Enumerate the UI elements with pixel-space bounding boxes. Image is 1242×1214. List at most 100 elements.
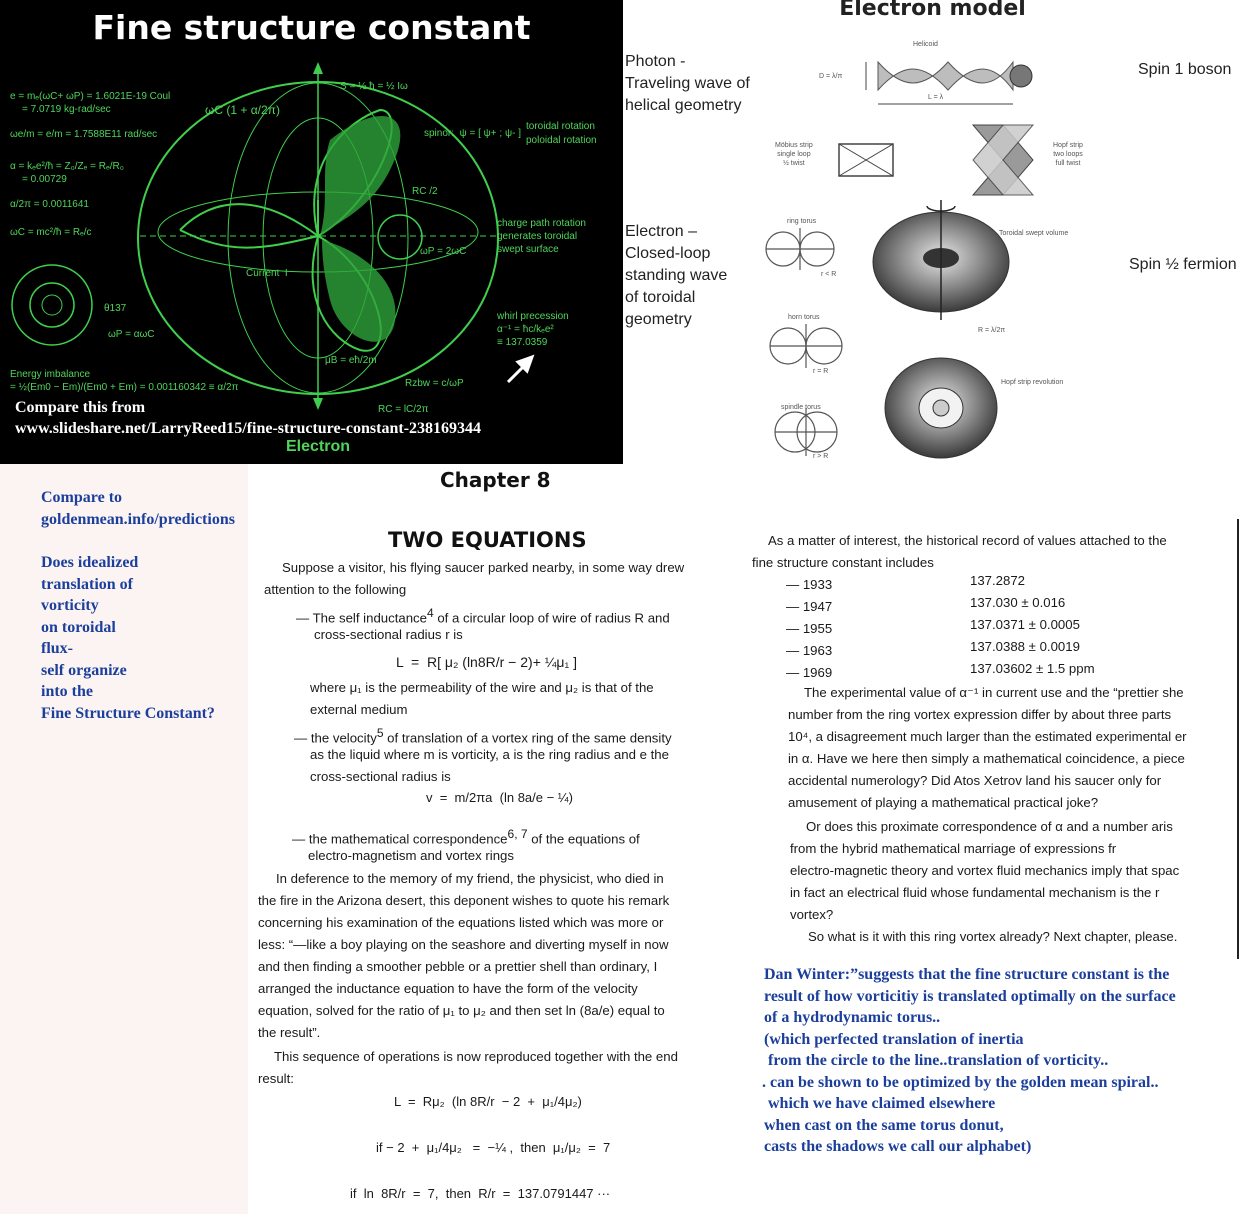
figure-caption: Electron	[286, 438, 351, 455]
omega-c-equation: ωC = mc²/ħ = Rₑ/c	[10, 227, 92, 238]
paragraph-line: in α. Have we here then simply a mathema…	[788, 751, 1185, 766]
year-item: — 1969	[786, 665, 833, 680]
compare-to-label: Compare to	[41, 489, 123, 506]
value-item: 137.0388 ± 0.0019	[970, 639, 1080, 654]
paragraph-line: the result”.	[258, 1025, 321, 1040]
quote-line: from the circle to the line..translation…	[764, 1052, 1109, 1069]
paragraph-line: vortex?	[790, 907, 834, 922]
omega-p-label: ωP = αωC	[108, 329, 155, 340]
paragraph-line: As a matter of interest, the historical …	[768, 533, 1167, 548]
year-item: — 1947	[786, 599, 833, 614]
result-equation-1: L = Rμ₂ (ln 8R/r − 2 + μ₁/4μ₂)	[394, 1094, 582, 1109]
electron-torus-diagram	[11, 62, 535, 410]
electron-label: Electron – Closed-loop standing wave of …	[625, 223, 728, 328]
value-item: 137.2872	[970, 573, 1026, 588]
result-equation-3: if ln 8R/r = 7, then R/r = 137.0791447 ·…	[350, 1186, 611, 1201]
question-line: Does idealized	[41, 554, 139, 571]
alpha-over-2pi: α/2π = 0.0011641	[10, 199, 89, 210]
paragraph-line: cross-sectional radius is	[310, 769, 451, 784]
item-inductance: — The self inductance4 of a circular loo…	[296, 606, 670, 626]
paragraph-line: less: “—like a boy playing on the seasho…	[258, 937, 669, 952]
hopf-label: Hopf strip two loops full twist	[1053, 142, 1083, 167]
r-less-R-label: r < R	[821, 271, 837, 278]
photon-label: Photon - Traveling wave of helical geome…	[625, 53, 750, 114]
spinor-label: spinor: ψ = [ ψ+ ; ψ- ]	[424, 128, 521, 139]
charge-path-label: charge path rotation generates toroidal …	[497, 218, 586, 255]
item-velocity: — the velocity5 of translation of a vort…	[294, 726, 672, 746]
helicoid-shape	[877, 60, 1014, 92]
quote-line: Dan Winter:”suggests that the fine struc…	[764, 966, 1170, 983]
charge-equation: e = mₑ(ωC+ ωP) = 1.6021E-19 Coul	[10, 91, 171, 102]
velocity-equation: v = m/2πa (ln 8a/e − ¼)	[426, 790, 573, 805]
paragraph-line: electro-magnetism and vortex rings	[308, 848, 514, 863]
question-line: vorticity	[41, 597, 99, 614]
paragraph-line: from the hybrid mathematical marriage of…	[790, 841, 1117, 856]
spin-1-label: Spin 1 boson	[1138, 61, 1232, 78]
mobius-strip	[838, 143, 894, 177]
hopf-revolution-label: Hopf strip revolution	[1001, 379, 1064, 386]
question-line: translation of	[41, 576, 133, 593]
paragraph-line: and then finding a smoother pebble or a …	[258, 959, 658, 974]
paragraph-line: accidental numerology? Did Atos Xetrov l…	[788, 773, 1162, 788]
ring-torus-label: ring torus	[787, 218, 817, 225]
result-equation-2: if − 2 + μ₁/4μ₂ = −¼ , then μ₁/μ₂ = 7	[376, 1140, 611, 1155]
whirl-precession-label: whirl precession α⁻¹ = ħc/kₑe² ≡ 137.035…	[497, 311, 569, 348]
energy-imbalance-equation: = ½(Em0 − Em)/(Em0 + Em) = 0.001160342 ≡…	[10, 382, 239, 393]
omega-p-2wc-label: ωP = 2ωC	[420, 246, 467, 257]
paragraph-line: where μ₁ is the permeability of the wire…	[310, 680, 654, 695]
paragraph-line: The experimental value of α⁻¹ in current…	[804, 685, 1184, 700]
question-line: flux-	[41, 640, 73, 657]
paragraph-line: result:	[258, 1071, 294, 1086]
length-label: L = λ	[928, 94, 944, 101]
paragraph-line: external medium	[310, 702, 408, 717]
poloidal-rotation-label: poloidal rotation	[526, 135, 597, 146]
page-edge-line	[1237, 519, 1239, 959]
paragraph-line: equation, solved for the ratio of μ₁ to …	[258, 1003, 665, 1018]
question-line: on toroidal	[41, 619, 116, 636]
quote-line: when cast on the same torus donut,	[764, 1117, 1004, 1134]
paragraph-line: fine structure constant includes	[752, 555, 934, 570]
model-heading: Electron model	[839, 0, 1026, 21]
paragraph-line: In deference to the memory of my friend,…	[276, 871, 664, 886]
value-item: 137.030 ± 0.016	[970, 595, 1066, 610]
item-correspondence: — the mathematical correspondence6, 7 of…	[292, 827, 640, 847]
goldenmean-link[interactable]: goldenmean.info/predictions	[41, 511, 235, 528]
alpha-value: = 0.00729	[22, 174, 67, 185]
paragraph-line: in fact an electrical fluid whose fundam…	[790, 885, 1160, 900]
paragraph-line: as the liquid where m is vorticity, a is…	[310, 747, 669, 762]
current-label: Current I	[246, 268, 288, 279]
R-lambda-label: R = λ/2π	[978, 327, 1006, 334]
electron-model-drawings	[765, 60, 1035, 459]
paragraph-line: cross-sectional radius r is	[314, 627, 463, 642]
charge-value: = 7.0719 kg-rad/sec	[22, 104, 111, 115]
slideshare-link[interactable]: www.slideshare.net/LarryReed15/fine-stru…	[15, 420, 482, 437]
paragraph-line: amusement of playing a mathematical prac…	[788, 795, 1099, 810]
omega-top-label: ωC (1 + α/2π)	[205, 103, 280, 117]
quote-line: (which perfected translation of inertia	[764, 1031, 1024, 1048]
paragraph-line: electro-magnetic theory and vortex fluid…	[790, 863, 1180, 878]
book-page: Chapter 8 TWO EQUATIONS Suppose a visito…	[248, 464, 1242, 1214]
quote-line: which we have claimed elsewhere	[764, 1095, 996, 1112]
spin-label: S = ½ ħ = ½ Iω	[340, 81, 408, 92]
horn-torus-label: horn torus	[788, 314, 820, 321]
mu-b-label: μB = eħ/2m	[325, 355, 377, 366]
section-heading: TWO EQUATIONS	[388, 528, 587, 552]
quote-line: casts the shadows we call our alphabet)	[764, 1138, 1032, 1155]
paragraph-line: arranged the inductance equation to have…	[258, 981, 638, 996]
value-item: 137.0371 ± 0.0005	[970, 617, 1080, 632]
quote-line: of a hydrodynamic torus..	[764, 1009, 941, 1026]
inductance-equation: L = R[ μ₂ (ln8R/r − 2)+ ¼μ₁ ]	[396, 654, 578, 670]
year-item: — 1933	[786, 577, 833, 592]
toroidal-swept-label: Toroidal swept volume	[999, 230, 1069, 237]
paragraph-line: Suppose a visitor, his flying saucer par…	[282, 560, 685, 575]
year-item: — 1955	[786, 621, 833, 636]
mobius-label: Möbius strip single loop ½ twist	[775, 142, 813, 167]
spindle-torus-label: spindle torus	[781, 404, 821, 411]
paragraph-line: So what is it with this ring vortex alre…	[808, 929, 1178, 944]
paragraph-line: Or does this proximate correspondence of…	[806, 819, 1173, 834]
year-item: — 1963	[786, 643, 833, 658]
paragraph-line: This sequence of operations is now repro…	[274, 1049, 678, 1064]
paragraph-line: 10⁴, a disagreement much larger than the…	[788, 729, 1187, 744]
paragraph-line: number from the ring vortex expression d…	[788, 707, 1172, 722]
e-over-m-equation: ωe/m = e/m = 1.7588E11 rad/sec	[10, 129, 158, 140]
